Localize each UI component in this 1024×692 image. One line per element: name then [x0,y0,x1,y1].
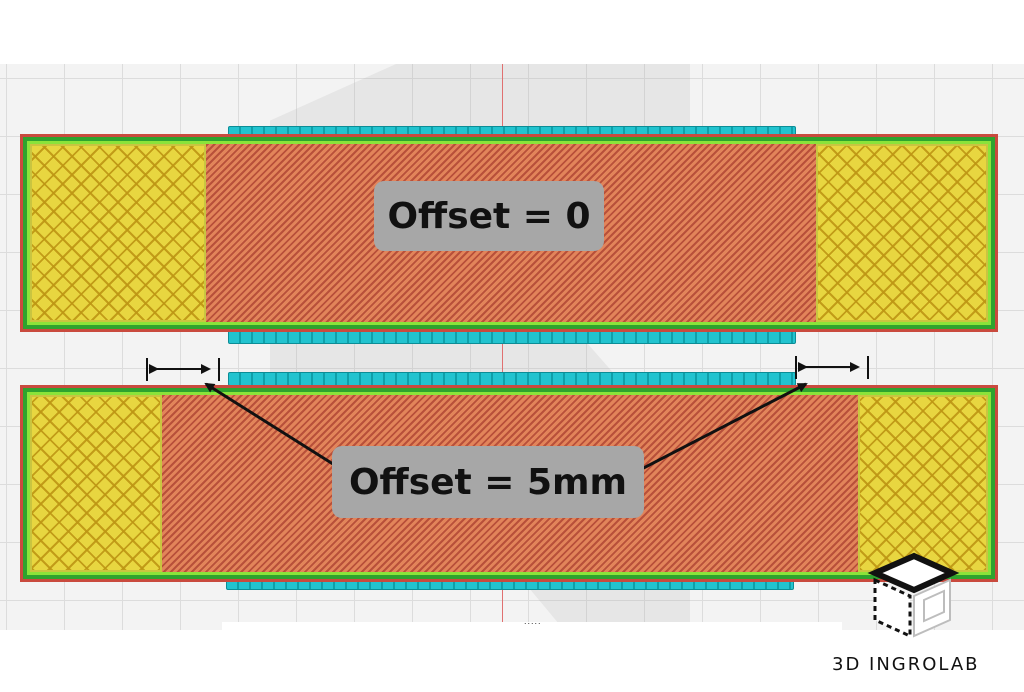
label-offset-5mm: Offset = 5mm [332,446,644,518]
double-headed-arrow-icon [146,358,220,381]
sparse-infill-left [30,144,206,322]
double-headed-arrow-icon [795,356,869,379]
label-offset-0-text: Offset = 0 [387,195,591,237]
y-axis-line [502,64,503,630]
sparse-infill-left [30,395,162,572]
label-offset-5mm-text: Offset = 5mm [348,461,628,503]
dots-indicator: ..... [524,616,542,626]
part-offset-5mm [20,385,998,582]
brand-logo-text: 3D INGROLAB [832,654,980,675]
pointer-arrow-right [627,382,808,478]
sparse-infill-right [858,395,988,572]
sparse-infill-right [816,144,988,322]
pointer-arrow-left [204,382,353,478]
bottom-white-strip [222,622,842,692]
label-offset-0: Offset = 0 [374,181,604,251]
